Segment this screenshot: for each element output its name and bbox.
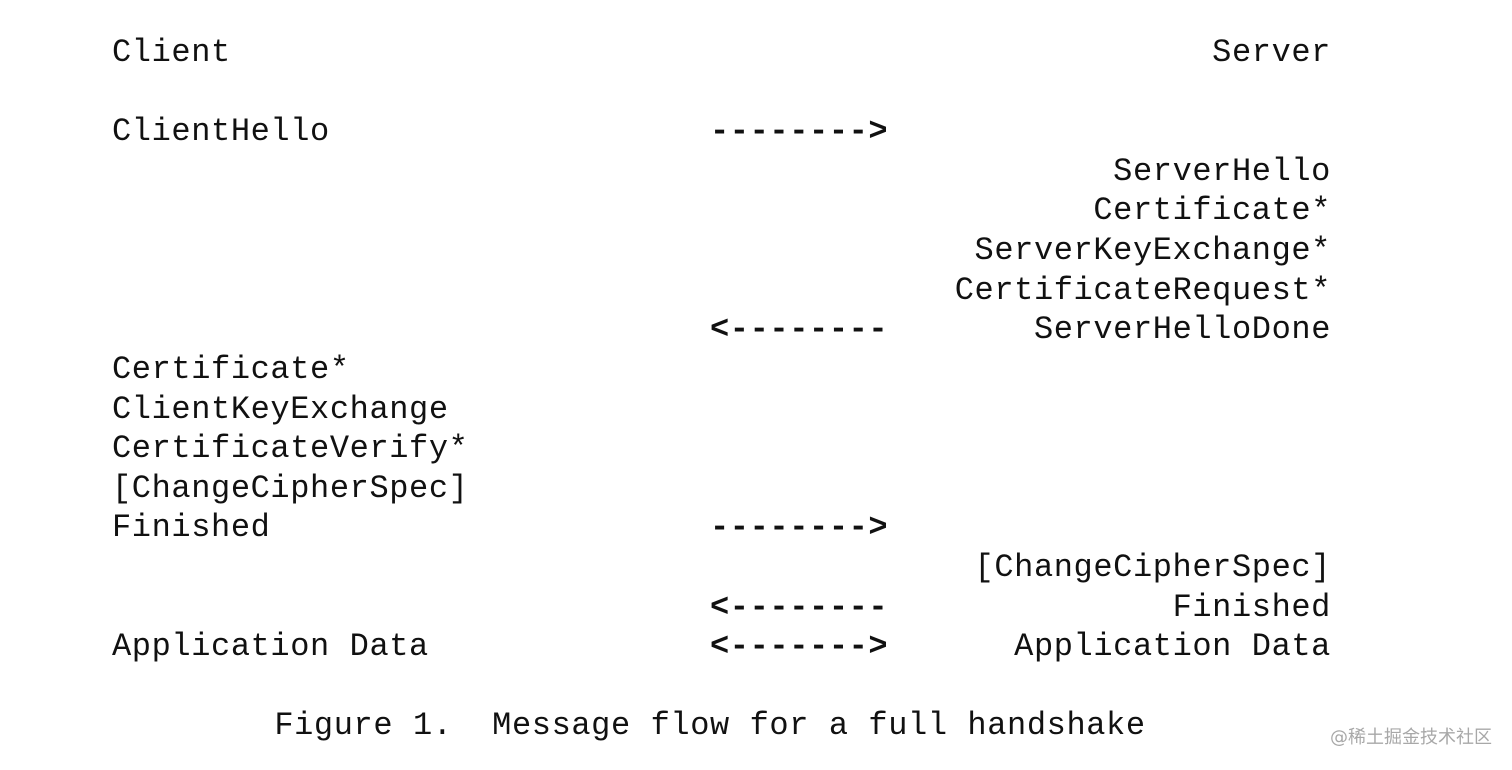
arrow-to-client: <-------- — [710, 311, 889, 348]
client-message: ClientKeyExchange — [112, 391, 449, 428]
message-row: Certificate* — [0, 191, 1512, 231]
client-message: CertificateVerify* — [112, 430, 469, 467]
header-row: Client Server — [0, 33, 1512, 73]
message-row: [ChangeCipherSpec] — [0, 469, 1512, 509]
message-row: ClientKeyExchange — [0, 390, 1512, 430]
message-row: CertificateRequest* — [0, 271, 1512, 311]
server-message: CertificateRequest* — [954, 272, 1331, 309]
message-row: ClientHello --------> — [0, 112, 1512, 152]
server-message: Finished — [1172, 589, 1331, 626]
client-message: Certificate* — [112, 351, 350, 388]
server-message: Application Data — [1014, 628, 1331, 665]
arrow-to-server: --------> — [710, 509, 889, 546]
server-message: ServerHello — [1113, 153, 1331, 190]
client-message: [ChangeCipherSpec] — [112, 470, 469, 507]
watermark: @稀土掘金技术社区 — [1330, 727, 1492, 748]
message-row: ServerKeyExchange* — [0, 231, 1512, 271]
message-row: ServerHello — [0, 152, 1512, 192]
client-message: ClientHello — [112, 113, 330, 150]
client-header: Client — [112, 34, 231, 71]
message-row: <-------- Finished — [0, 588, 1512, 628]
message-row: CertificateVerify* — [0, 429, 1512, 469]
arrow-to-client: <-------- — [710, 589, 889, 626]
server-message: Certificate* — [1093, 192, 1331, 229]
arrow-bidirectional: <-------> — [710, 628, 889, 665]
server-message: ServerKeyExchange* — [974, 232, 1331, 269]
message-row: Finished --------> — [0, 508, 1512, 548]
client-message: Finished — [112, 509, 271, 546]
client-message: Application Data — [112, 628, 429, 665]
figure-caption: Figure 1. Message flow for a full handsh… — [274, 707, 1146, 744]
message-row: <-------- ServerHelloDone — [0, 310, 1512, 350]
server-header: Server — [1212, 34, 1331, 71]
message-row: Application Data <-------> Application D… — [0, 627, 1512, 667]
message-row: [ChangeCipherSpec] — [0, 548, 1512, 588]
arrow-to-server: --------> — [710, 113, 889, 150]
server-message: [ChangeCipherSpec] — [974, 549, 1331, 586]
server-message: ServerHelloDone — [1033, 311, 1331, 348]
message-row: Certificate* — [0, 350, 1512, 390]
